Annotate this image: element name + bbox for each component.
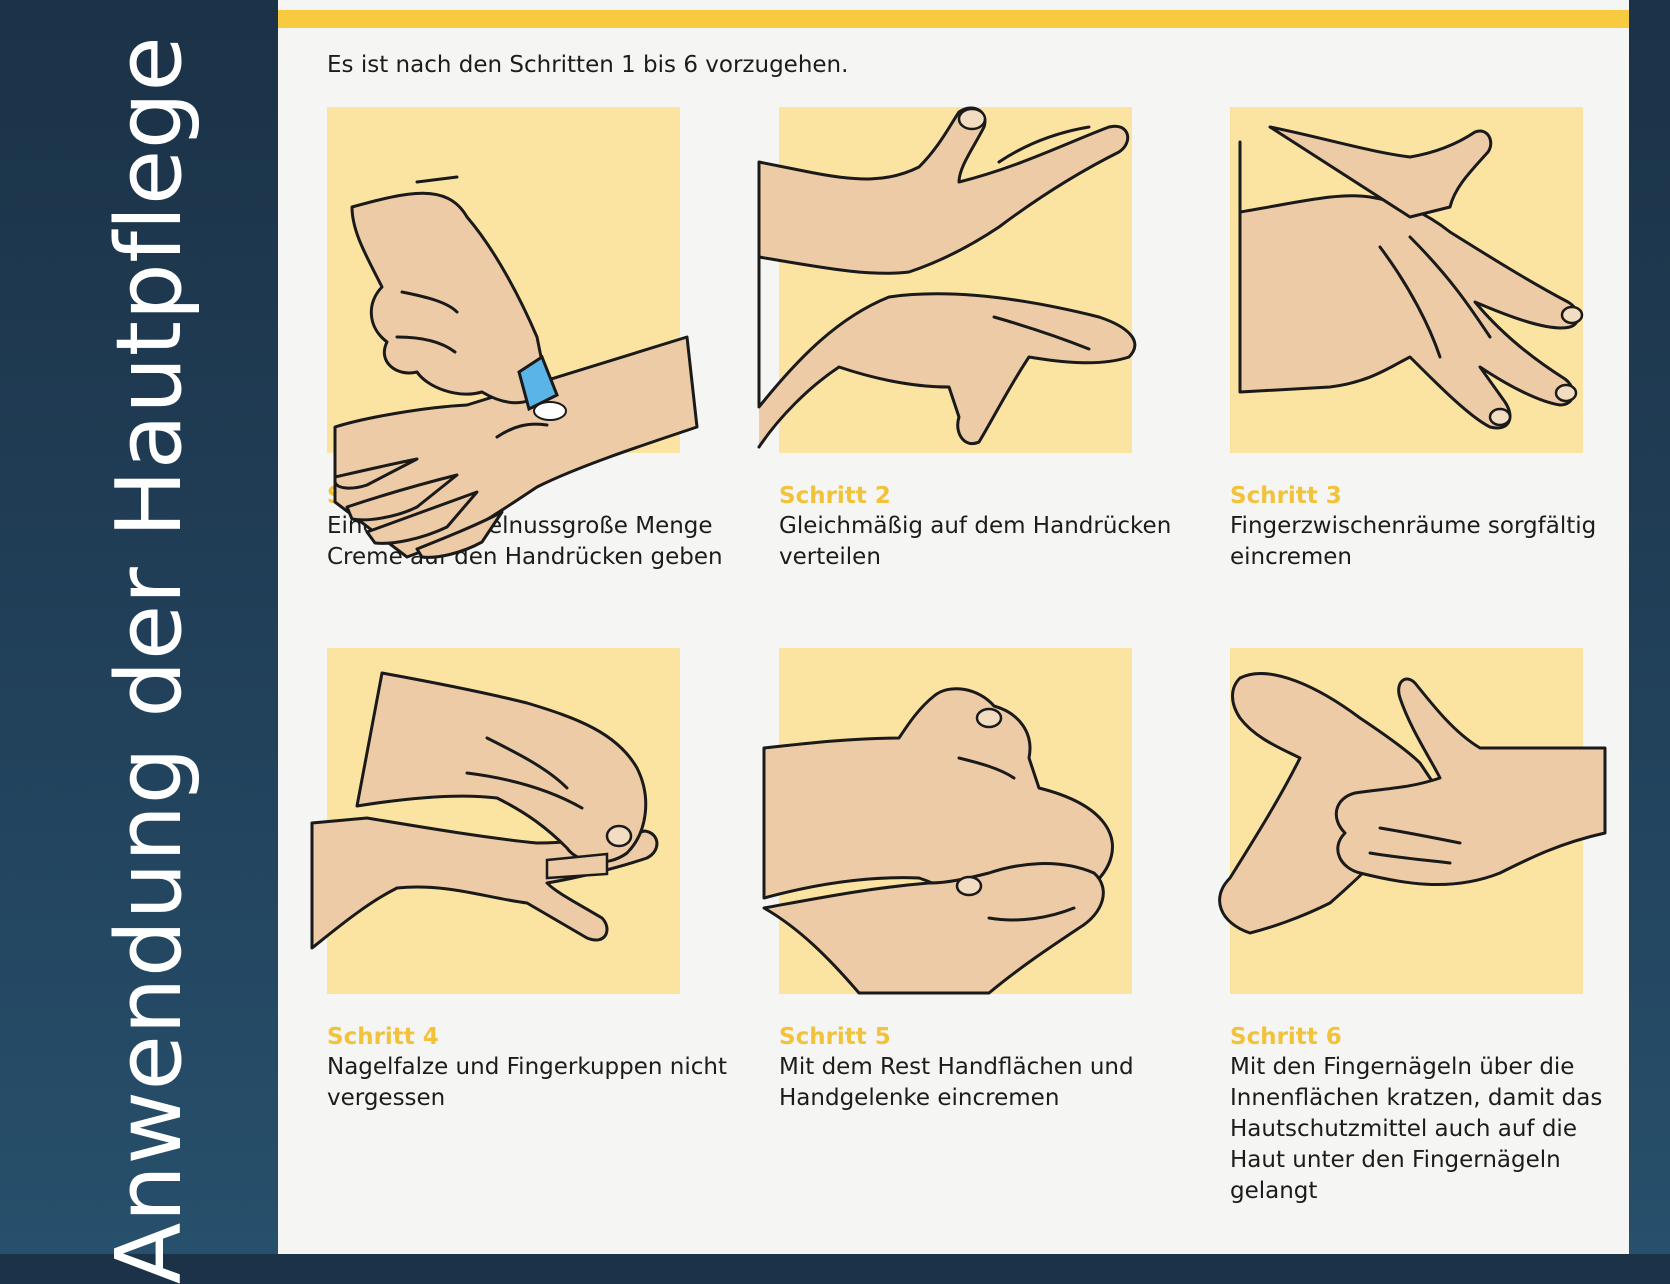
step-4-label: Schritt 4 xyxy=(327,1024,439,1050)
step-3-label: Schritt 3 xyxy=(1230,483,1342,509)
step-3: Schritt 3 Fingerzwischenräume sorgfältig… xyxy=(1230,107,1650,573)
hands-spreading-icon xyxy=(757,106,1137,453)
step-4: Schritt 4 Nagelfalze und Fingerkuppen ni… xyxy=(310,648,747,1114)
interlaced-fingers-icon xyxy=(1230,107,1584,453)
step-2: Schritt 2 Gleichmäßig auf dem Handrücken… xyxy=(757,106,1199,573)
step-3-text: Fingerzwischenräume sorgfältig eincremen xyxy=(1230,513,1597,570)
step-6-text: Mit den Fingernägeln über die Innenfläch… xyxy=(1230,1054,1603,1204)
step-2-text: Gleichmäßig auf dem Handrücken verteilen xyxy=(779,513,1172,570)
side-title: Anwendung der Hautpflege xyxy=(97,35,202,1284)
step-6-label: Schritt 6 xyxy=(1230,1024,1342,1050)
instruction-panel: Es ist nach den Schritten 1 bis 6 vorzug… xyxy=(278,0,1629,1254)
step-5-text: Mit dem Rest Handflächen und Handgelenke… xyxy=(779,1054,1134,1111)
step-6: Schritt 6 Mit den Fingernägeln über die … xyxy=(1218,648,1650,1207)
fingertips-icon xyxy=(310,648,680,994)
step-2-label: Schritt 2 xyxy=(779,483,891,509)
accent-bar xyxy=(278,10,1629,28)
cream-tube-on-hand-icon xyxy=(327,107,699,559)
step-5: Schritt 5 Mit dem Rest Handflächen und H… xyxy=(762,648,1199,1114)
step-4-text: Nagelfalze und Fingerkuppen nicht verges… xyxy=(327,1054,727,1111)
clasped-hands-icon xyxy=(762,648,1132,995)
step-1: Schritt 1 Eine etwa haselnussgroße Menge… xyxy=(327,107,747,573)
step-5-label: Schritt 5 xyxy=(779,1024,891,1050)
scratching-palms-icon xyxy=(1218,648,1607,994)
intro-text: Es ist nach den Schritten 1 bis 6 vorzug… xyxy=(327,52,849,78)
